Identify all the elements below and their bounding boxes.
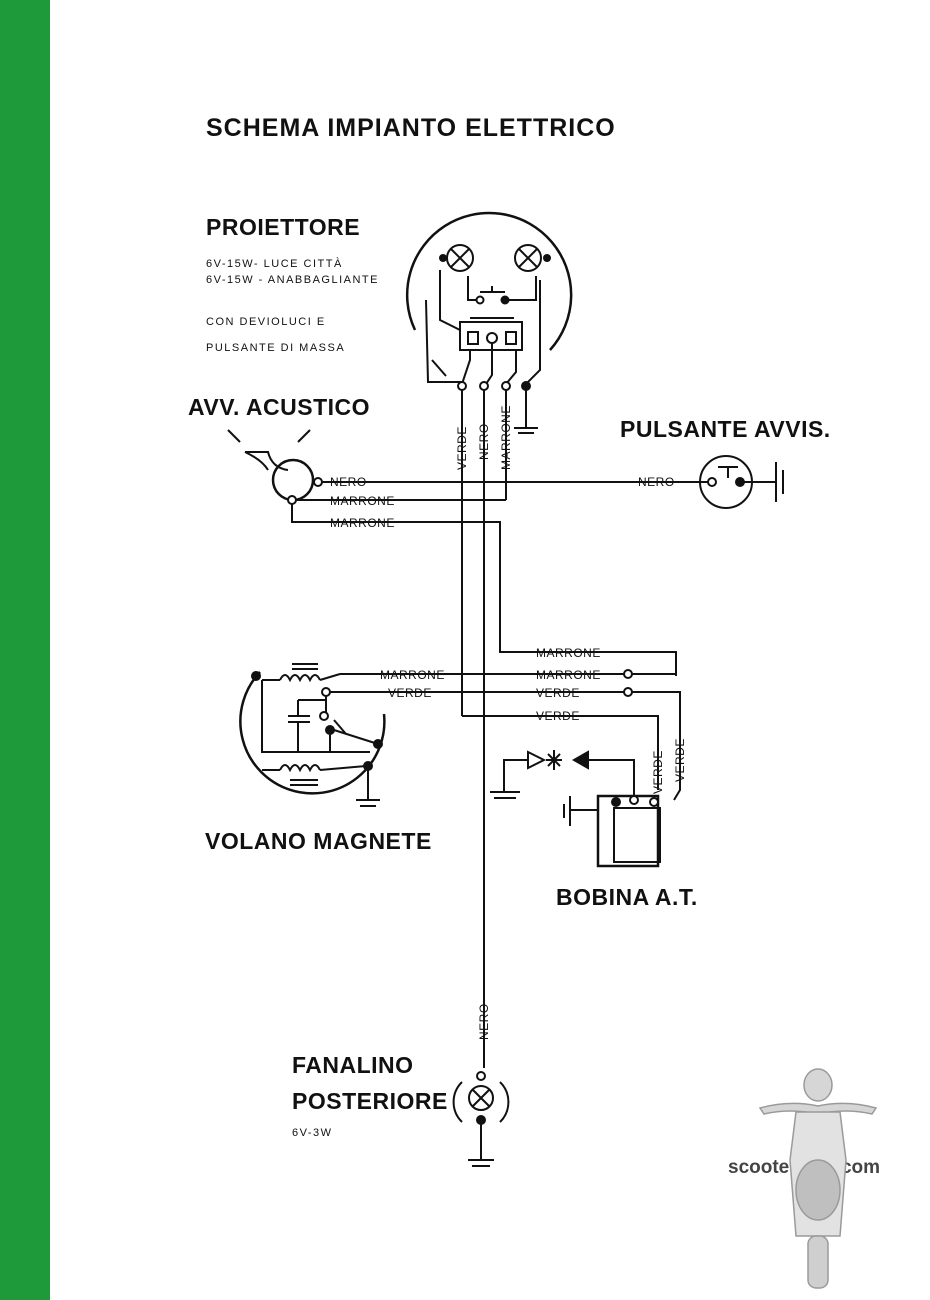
wire-label-verde-3: VERDE: [536, 709, 580, 723]
diagram-title: SCHEMA IMPIANTO ELETTRICO: [206, 114, 616, 142]
wire-label-verde-1: VERDE: [388, 686, 432, 700]
headlamp-note-ground-button: PULSANTE DI MASSA: [206, 342, 346, 354]
headlamp-spec-city: 6V-15W- LUCE CITTÀ: [206, 258, 343, 270]
tail-lamp-label-line2: POSTERIORE: [292, 1088, 448, 1114]
wire-label-verde-2: VERDE: [536, 686, 580, 700]
tail-lamp: [452, 1071, 510, 1167]
wire-label-marrone-vertical: MARRONE: [499, 405, 513, 470]
green-side-bar: [0, 0, 50, 1300]
headlamp-label: PROIETTORE: [206, 214, 361, 240]
scooter-watermark-icon: [758, 1068, 878, 1289]
magneto: [239, 663, 386, 807]
headlamp-note-switch: CON DEVIOLUCI E: [206, 316, 326, 328]
wire-marrone-horn: [291, 499, 677, 676]
wire-label-marrone-3: MARRONE: [536, 646, 601, 660]
headlamp: [405, 211, 573, 434]
wire-label-marrone-2: MARRONE: [330, 516, 395, 530]
wire-marrone-magneto: [340, 673, 677, 676]
horn-button: [699, 455, 784, 509]
magneto-label: VOLANO MAGNETE: [205, 828, 432, 854]
wire-label-nero-tail: NERO: [477, 1003, 491, 1040]
wire-label-marrone-1: MARRONE: [330, 494, 395, 508]
headlamp-bulb-city: [439, 244, 474, 272]
wire-verde-magneto: [330, 691, 681, 801]
tail-lamp-label-line1: FANALINO: [292, 1052, 414, 1078]
wire-label-nero-vertical: NERO: [477, 423, 491, 460]
wire-label-verde-coil-2: VERDE: [673, 738, 687, 782]
ignition-coil: [490, 750, 661, 868]
wire-verde-main: [461, 390, 659, 790]
headlamp-spec-dipped: 6V-15W - ANABBAGLIANTE: [206, 274, 379, 286]
wire-label-marrone-5: MARRONE: [536, 668, 601, 682]
coil-label: BOBINA A.T.: [556, 884, 698, 910]
horn-button-label: PULSANTE AVVIS.: [620, 416, 831, 442]
headlamp-bulb-dipped: [514, 244, 551, 272]
horn: [227, 429, 323, 505]
wire-label-verde-coil-1: VERDE: [651, 750, 665, 794]
tail-lamp-spec: 6V-3W: [292, 1127, 333, 1139]
horn-label: AVV. ACUSTICO: [188, 394, 371, 420]
wire-label-verde-vertical: VERDE: [455, 426, 469, 470]
wire-label-nero-horn: NERO: [330, 475, 367, 489]
wire-label-marrone-4: MARRONE: [380, 668, 445, 682]
wire-label-nero-button: NERO: [638, 475, 675, 489]
